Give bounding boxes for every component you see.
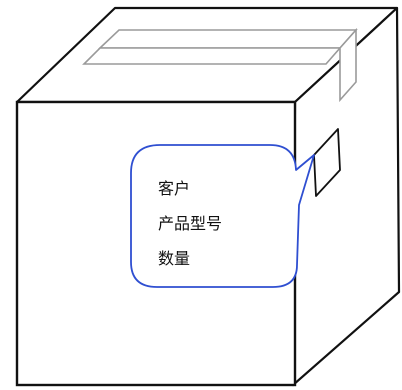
callout-line-customer: 客户 [158,179,190,198]
shipping-label [313,128,341,197]
callout-line-quantity: 数量 [158,249,190,268]
packing-tape [82,27,358,103]
callout-line-model: 产品型号 [158,214,222,233]
callout-bubble [130,144,315,288]
